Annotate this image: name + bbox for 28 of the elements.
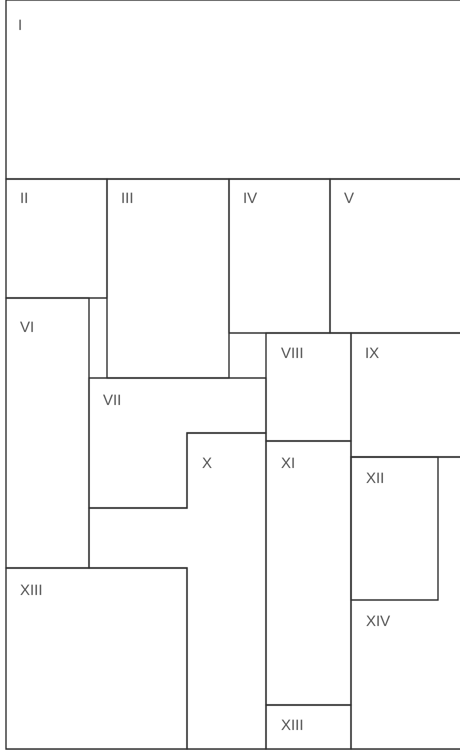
room-label: II <box>20 191 28 206</box>
room-region <box>6 0 460 179</box>
room-label: IX <box>365 346 380 361</box>
room-label: XII <box>366 471 384 486</box>
room-label: VI <box>20 320 34 335</box>
room-label: IV <box>243 191 258 206</box>
room-region <box>266 441 351 705</box>
room-region <box>6 568 187 749</box>
room-region <box>266 705 351 749</box>
room-label: III <box>121 191 134 206</box>
room-region <box>6 298 89 568</box>
room-region <box>89 378 266 508</box>
room-label: VII <box>103 393 122 408</box>
room-label: XIV <box>366 614 390 629</box>
room-label: X <box>202 456 212 471</box>
room-label: XIII <box>20 583 43 598</box>
room-region <box>6 179 107 298</box>
room-label: V <box>344 191 354 206</box>
room-label: VIII <box>281 346 304 361</box>
room-region <box>330 179 460 333</box>
room-label: XI <box>281 456 296 471</box>
room-label: XIII <box>281 718 304 733</box>
room-region <box>351 457 438 600</box>
room-region <box>229 179 330 333</box>
room-region <box>89 433 266 749</box>
room-label: I <box>18 18 22 33</box>
room-region <box>351 457 460 749</box>
room-region <box>107 179 229 378</box>
